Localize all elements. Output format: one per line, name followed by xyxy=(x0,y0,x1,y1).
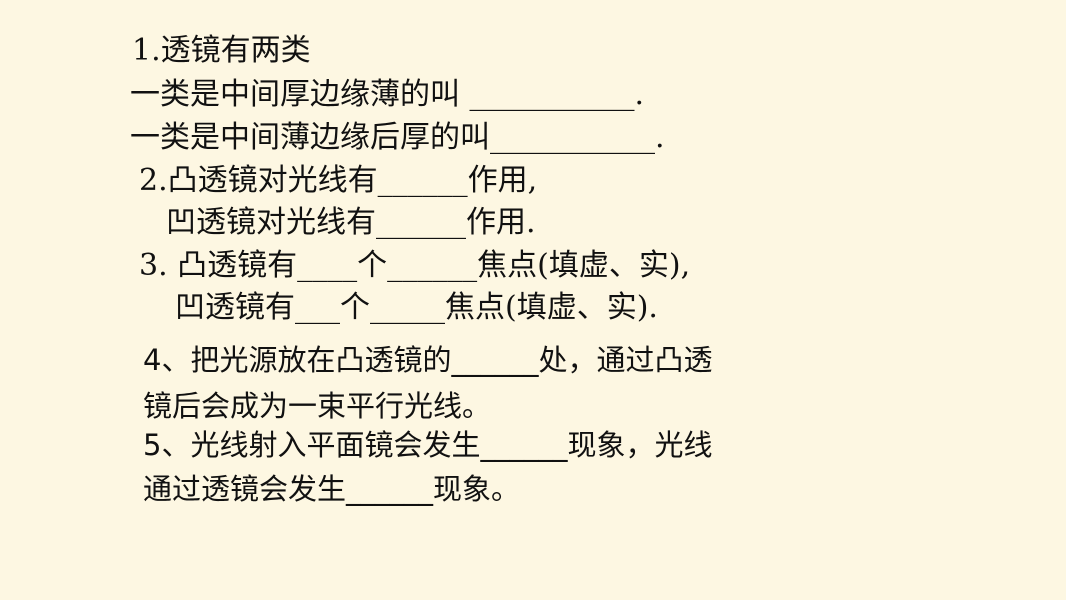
question-1-line-b: 一类是中间薄边缘后厚的叫___________. xyxy=(130,120,665,155)
question-3-line-b: 凹透镜有___个_____焦点(填虚、实). xyxy=(175,290,658,325)
question-2-line-a: 2.凸透镜对光线有______作用, xyxy=(139,163,538,198)
question-2-line-b: 凹透镜对光线有______作用. xyxy=(166,205,536,240)
question-4-line-b: 镜后会成为一束平行光线。 xyxy=(143,389,492,423)
question-5-line-b: 通过透镜会发生______现象。 xyxy=(143,472,521,506)
question-1-heading: 1.透镜有两类 xyxy=(132,33,311,68)
question-4-line-a: 4、把光源放在凸透镜的______处，通过凸透 xyxy=(143,343,713,377)
question-3-line-a: 3. 凸透镜有____个______焦点(填虚、实), xyxy=(139,248,691,283)
question-1-line-a: 一类是中间厚边缘薄的叫 ___________. xyxy=(130,77,645,112)
question-5-line-a: 5、光线射入平面镜会发生______现象，光线 xyxy=(143,428,713,462)
